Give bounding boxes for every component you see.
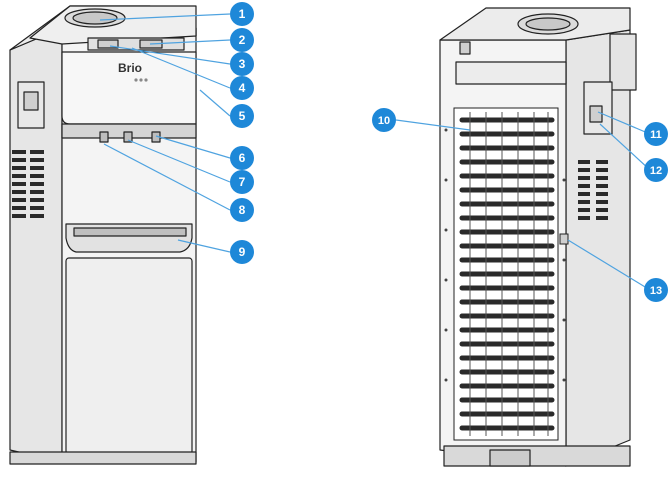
svg-text:9: 9 <box>239 245 246 259</box>
indicator-lights <box>134 78 147 81</box>
back-top-bump <box>610 34 636 90</box>
lower-cabinet-door <box>66 258 192 454</box>
svg-text:10: 10 <box>378 115 390 127</box>
callout-badge-5: 5 <box>230 104 254 128</box>
brand-logo: Brio <box>118 61 142 75</box>
faucet-hot <box>100 132 108 142</box>
callout-badge-12: 12 <box>644 158 668 182</box>
svg-text:11: 11 <box>650 129 662 141</box>
hot-tank-switch <box>590 106 602 122</box>
svg-text:2: 2 <box>239 33 246 47</box>
bottle-receptacle-inner <box>73 12 117 24</box>
back-upper-recess <box>456 62 566 84</box>
front-base <box>10 452 196 464</box>
callout-badge-10: 10 <box>372 108 396 132</box>
back-switch-box <box>460 42 470 54</box>
condenser-coil <box>454 108 558 440</box>
callout-badge-8: 8 <box>230 198 254 222</box>
back-bottle-receptacle-inner <box>526 18 570 30</box>
leader-line-5 <box>200 90 230 116</box>
callout-badge-1: 1 <box>230 2 254 26</box>
svg-text:13: 13 <box>650 285 662 297</box>
svg-text:6: 6 <box>239 151 246 165</box>
callout-badge-13: 13 <box>644 278 668 302</box>
drip-tray-grill <box>74 228 186 236</box>
drain-cap <box>560 234 568 244</box>
back-foot-center <box>490 450 530 466</box>
callout-badge-6: 6 <box>230 146 254 170</box>
svg-text:8: 8 <box>239 203 246 217</box>
callout-badge-4: 4 <box>230 76 254 100</box>
svg-text:12: 12 <box>650 165 662 177</box>
back-base <box>444 446 630 466</box>
callout-badge-9: 9 <box>230 240 254 264</box>
svg-text:1: 1 <box>239 7 246 21</box>
svg-text:7: 7 <box>239 175 246 189</box>
svg-text:3: 3 <box>239 57 246 71</box>
svg-text:5: 5 <box>239 109 246 123</box>
callout-badge-7: 7 <box>230 170 254 194</box>
callout-badge-2: 2 <box>230 28 254 52</box>
side-handle-grip <box>24 92 38 110</box>
front-view-dispenser <box>10 6 196 464</box>
callout-badge-11: 11 <box>644 122 668 146</box>
callout-badge-3: 3 <box>230 52 254 76</box>
svg-text:4: 4 <box>239 81 246 95</box>
